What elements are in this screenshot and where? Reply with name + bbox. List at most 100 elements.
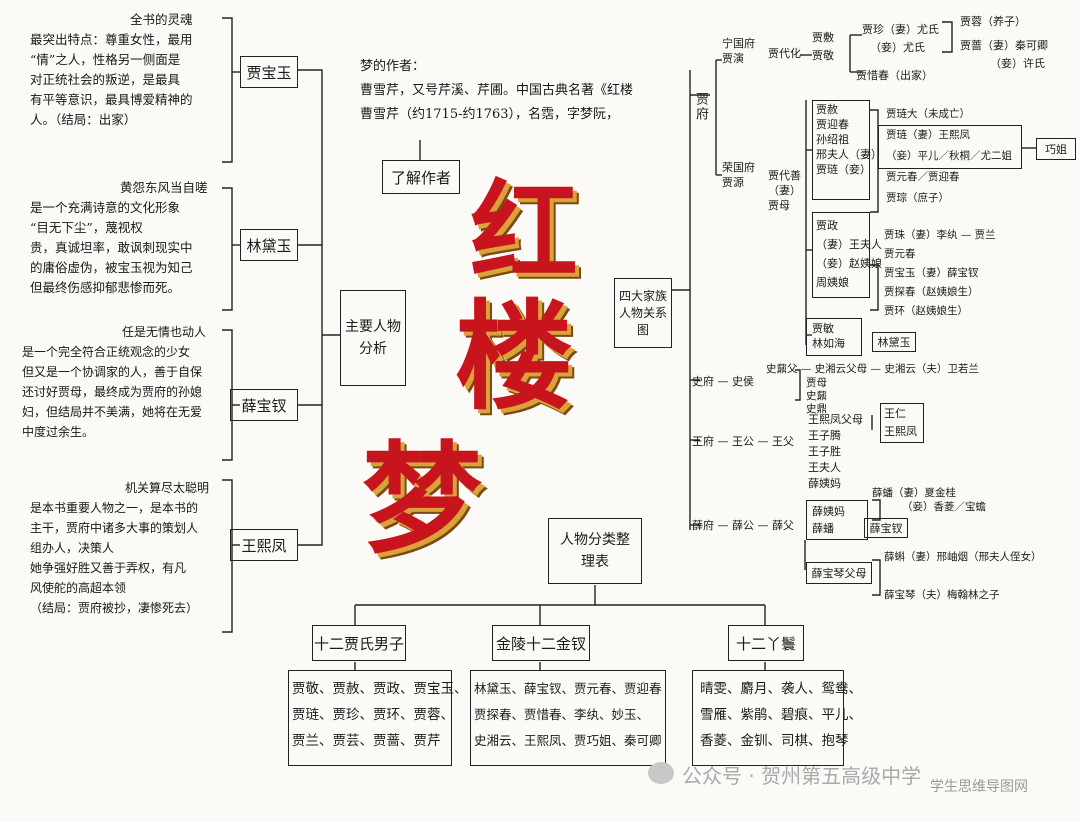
baochai-box (864, 518, 908, 538)
min-group: 贾敏 林如海 (812, 321, 845, 351)
desc-line: 全书的灵魂 (130, 12, 193, 27)
tree-item: 贾琏大（未成亡） (886, 108, 970, 120)
tree-item: 贾宝玉（妻）薛宝钗 (884, 267, 979, 279)
tree-item: 贾元春 (884, 248, 916, 260)
desc-line: 机关算尽太聪明 (125, 481, 210, 495)
tree-item: 王仁 (884, 407, 906, 420)
rongguo-label: 荣国府贾源 (722, 161, 755, 189)
char-box-baoyu (240, 56, 298, 88)
desc-line: 是一个充满诗意的文化形象 (30, 200, 181, 215)
wang-items: 王熙凤父母 王子腾 王子胜 王夫人 薛姨妈 (808, 412, 863, 492)
tree-item: 贾琏（妻）王熙凤 (886, 129, 970, 141)
wang-right-box (880, 403, 924, 443)
tree-item: 贾赦 (816, 103, 838, 116)
desc-line: 的庸俗虚伪，被宝玉视为知己 (30, 260, 193, 275)
char-name-xifeng: 王熙凤 (241, 536, 287, 555)
group-line: 贾兰、贾芸、贾蔷、贾芹 (292, 733, 441, 749)
desc-line: “情”之人，性格另一侧面是 (30, 52, 181, 67)
group-line: 贾敬、贾赦、贾政、贾宝玉、 (292, 681, 468, 697)
xue-label: 薛府 — 薛公 — 薛父 (692, 519, 794, 532)
tree-item: 贾母 (806, 377, 827, 389)
tree-item: 贾环（赵姨娘生） (884, 305, 968, 317)
tree-item: 贾探春（赵姨娘生） (884, 286, 979, 298)
tree-item: 孙绍祖 (816, 133, 849, 146)
tree-item: 邢夫人（妻） (816, 148, 882, 161)
sheh-group: 贾赦 贾迎春 孙绍祖 邢夫人（妻） 贾琏（妾） (816, 102, 882, 177)
zheng-group-box (812, 212, 870, 298)
desc-line: 组办人，决策人 (30, 541, 115, 555)
tree-item: 王熙凤 (884, 425, 917, 438)
desc-line: 最突出特点：尊重女性，最用 (30, 32, 193, 47)
char-box-daiyu (240, 229, 298, 261)
group-line: 史湘云、王熙凤、贾巧姐、秦可卿 (474, 733, 662, 748)
tree-item: 贾迎春 (816, 118, 849, 131)
author-note: 梦的作者： 曹雪芹，又号芹溪、芹圃。中国古典名著《红楼 曹雪芹（约1715-约1… (360, 55, 660, 127)
desc-line: 还讨好贾母，最终成为贾府的孙媳 (22, 385, 203, 399)
tree-item: 史鼎 (806, 403, 827, 415)
shi-label: 史府 — 史侯 (692, 375, 754, 388)
tree-item: 贾琮（庶子） (886, 192, 949, 204)
desc-line: （结局：贾府被抄，凄惨死去） (30, 601, 199, 615)
tree-item: 王夫人 (808, 461, 841, 474)
tree-item: 周姨娘 (816, 276, 849, 289)
sheh-kids-box (878, 125, 1022, 169)
xue-right-4: 薛宝琴（夫）梅翰林之子 (884, 589, 1000, 601)
qiaojie-box (1036, 138, 1076, 160)
desc-line: 对正统社会的叛逆，是最具 (30, 72, 181, 87)
xue-parents-box (806, 500, 868, 540)
tree-item: 王子胜 (808, 445, 841, 458)
desc-line: 但又是一个协调家的人，善于自保 (22, 365, 203, 379)
desc-line: 贵，真诚坦率，敢讽刺现实中 (30, 240, 193, 255)
desc-line: “目无下尘”，蔑视权 (30, 220, 143, 235)
ningguo-gen5-b: 贾蔷（妻）秦可卿 (960, 39, 1048, 52)
ningguo-gen4-a: 贾珍（妻）尤氏 (862, 23, 939, 36)
tree-item: 王子腾 (808, 429, 841, 442)
tree-item: （妾）赵姨娘 (816, 257, 882, 270)
desc-line: 但最终伤感抑郁悲惨而死。 (30, 280, 181, 295)
ningguo-gen5-a: 贾蓉（养子） (960, 15, 1026, 28)
desc-line: 任是无情也动人 (122, 325, 207, 339)
daiyu-box (872, 332, 916, 352)
desc-line: 黄怨东风当自嗟 (120, 180, 208, 195)
rongguo-gen2: 贾代善（妻）贾母 (768, 169, 801, 212)
wang-right: 王仁 王熙凤 (884, 405, 917, 441)
group-line: 晴雯、麝月、袭人、鸳鸯、 (700, 681, 862, 697)
char-box-xifeng (230, 529, 298, 561)
xue-right-0: 薛蟠（妻）夏金桂 (872, 487, 956, 499)
char-box-baochai (230, 389, 298, 421)
baochai-label: 薛宝钗 (869, 522, 903, 535)
watermark-sub: 学生思维导图网 (930, 779, 1028, 795)
shi-line1: 史鼐父 — 史湘云父母 — 史湘云（夫）卫若兰 (766, 363, 979, 375)
tree-item: 薛蟠 (812, 522, 834, 535)
group-line: 贾探春、贾惜春、李纨、妙玉、 (474, 707, 650, 722)
group-list-men: 贾敬、贾赦、贾政、贾宝玉、 贾琏、贾珍、贾环、贾蓉、 贾兰、贾芸、贾蔷、贾芹 (292, 676, 468, 754)
xue-right-3: 薛蝌（妻）邢岫烟（邢夫人侄女） (884, 551, 1042, 563)
characters-box (340, 290, 406, 386)
group-box-jinchai (492, 625, 590, 661)
tree-item: 贾琏（妾） (816, 163, 871, 176)
group-list-jinchai: 林黛玉、薛宝钗、贾元春、贾迎春 贾探春、贾惜春、李纨、妙玉、 史湘云、王熙凤、贾… (474, 676, 662, 754)
min-group-box (806, 318, 862, 356)
baoqin-parents-label: 薛宝琴父母 (811, 567, 867, 580)
zheng-kids: 贾珠（妻）李纨 — 贾兰 贾元春 贾宝玉（妻）薛宝钗 贾探春（赵姨娘生） 贾环（… (884, 226, 996, 321)
group-box-yahuan (728, 625, 804, 661)
group-list-yahuan: 晴雯、麝月、袭人、鸳鸯、 雪雁、紫鹃、碧痕、平儿、 香菱、金钏、司棋、抱琴 (700, 676, 862, 754)
desc-line: 是一个完全符合正统观念的少女 (22, 345, 191, 359)
daiyu-label: 林黛玉 (877, 336, 911, 349)
char-name-baoyu: 贾宝玉 (246, 63, 292, 82)
group-list-box-jinchai (470, 670, 666, 766)
desc-line: 她争强好胜又善于弄权，有凡 (30, 561, 187, 575)
title-char-meng: 梦 (362, 429, 482, 570)
char-desc-baoyu: 全书的灵魂 最突出特点：尊重女性，最用 “情”之人，性格另一侧面是 对正统社会的… (30, 10, 225, 130)
xue-right-1: （妾）香菱／宝蟾 (902, 501, 986, 513)
desc-line: 中度过余生。 (22, 425, 95, 439)
group-line: 林黛玉、薛宝钗、贾元春、贾迎春 (474, 681, 662, 696)
author-line-2: 曹雪芹，又号芹溪、芹圃。中国古典名著《红楼 (360, 83, 634, 98)
classification-box (548, 518, 642, 584)
char-desc-xifeng: 机关算尽太聪明 是本书重要人物之一，是本书的 主干，贾府中诸多大事的策划人 组办… (30, 478, 225, 618)
group-box-men (312, 625, 406, 661)
author-line-1: 梦的作者： (360, 59, 426, 74)
char-name-daiyu: 林黛玉 (246, 236, 292, 255)
author-line-3: 曹雪芹（约1715-约1763），名霑，字梦阮， (360, 107, 620, 122)
